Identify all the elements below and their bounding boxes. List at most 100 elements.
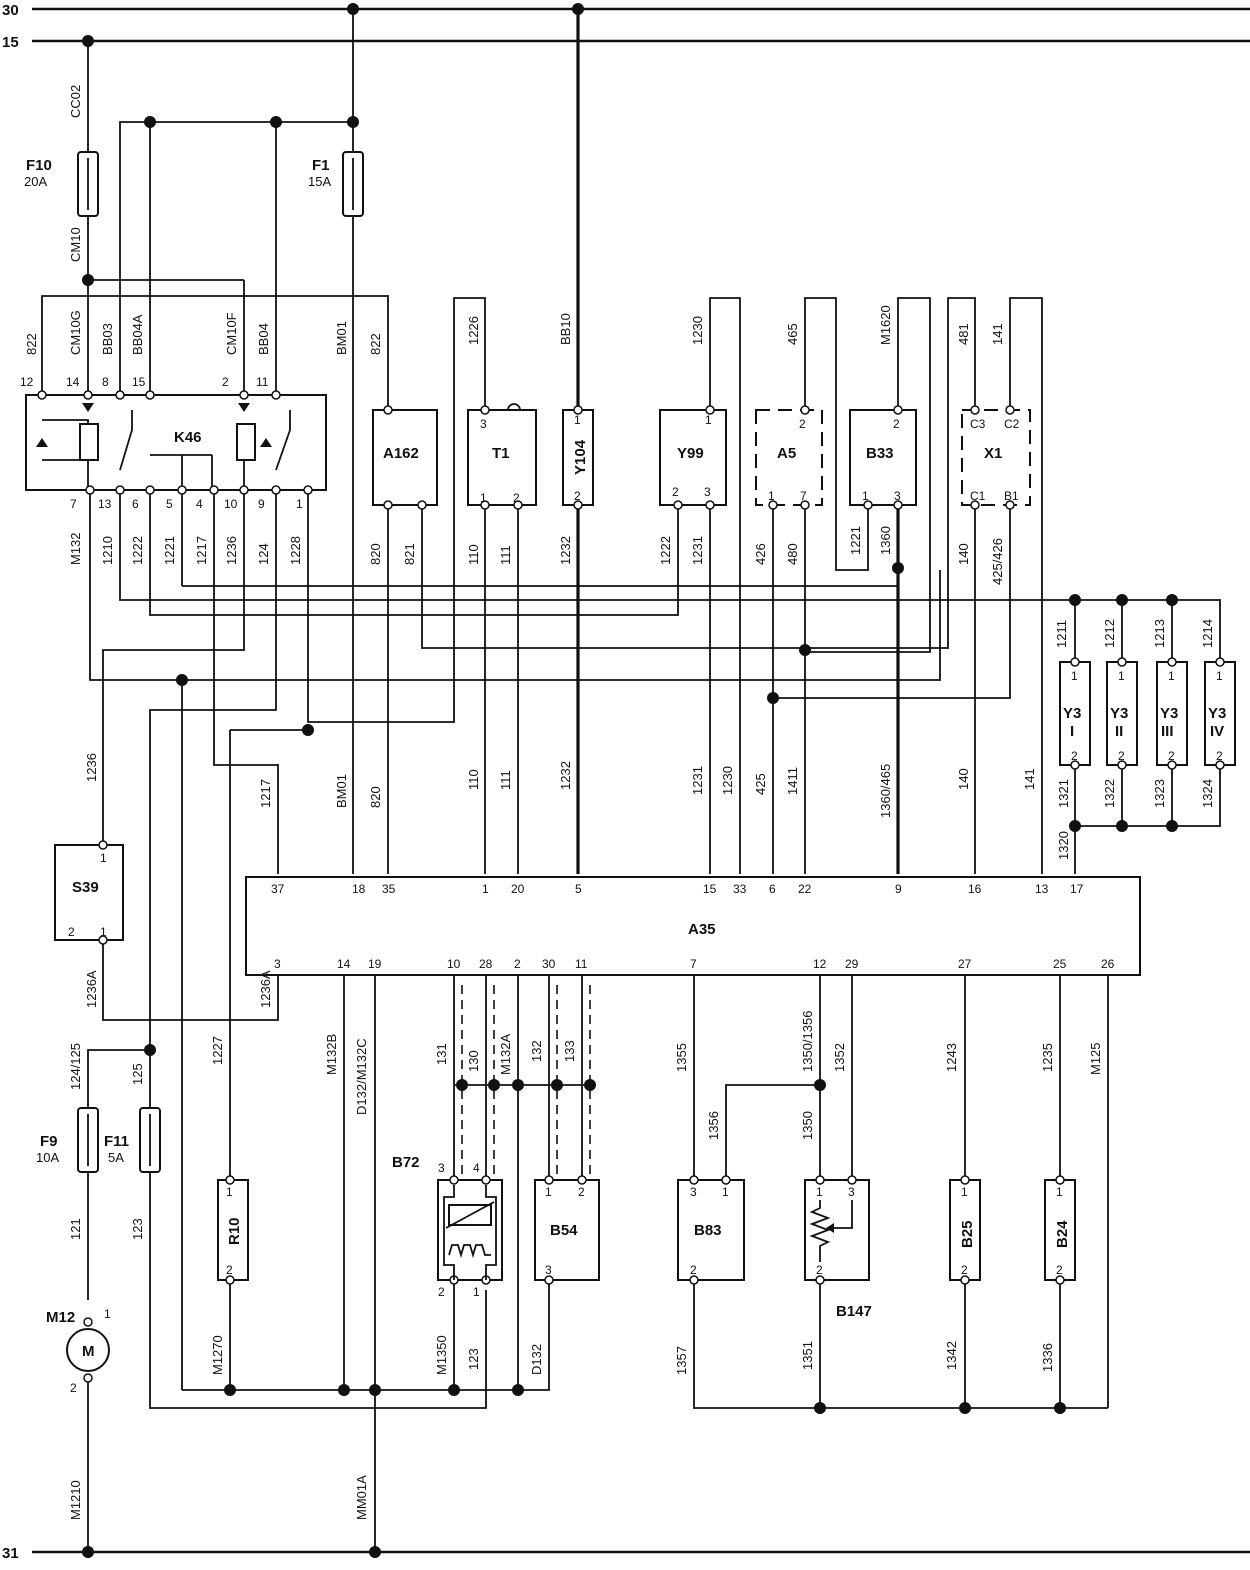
svg-text:7: 7	[690, 957, 697, 971]
wire-label: 821	[402, 543, 417, 565]
fuse-f9-rating: 10A	[36, 1150, 59, 1165]
wire-label: 140	[956, 543, 971, 565]
svg-text:22: 22	[798, 882, 812, 896]
wire-label: 822	[24, 333, 39, 355]
svg-text:29: 29	[845, 957, 859, 971]
svg-text:5: 5	[575, 882, 582, 896]
wire-label: 110	[466, 544, 481, 565]
wire-label: 1231	[690, 766, 705, 795]
component-b54-label: B54	[550, 1222, 578, 1239]
k46-pin-label: 1	[296, 497, 303, 511]
wire-label: 426	[753, 543, 768, 565]
svg-text:2: 2	[690, 1263, 697, 1277]
component-b54: B54 1 2 3	[534, 1175, 600, 1285]
wire-label: 1351	[800, 1341, 815, 1370]
t1-pin-label: 3	[480, 417, 487, 431]
fuse-f9: F9 10A	[36, 1107, 99, 1173]
wire-label: 1236	[224, 536, 239, 565]
component-b24: B24 1 2	[1044, 1175, 1076, 1285]
wire-label: 123	[130, 1218, 145, 1240]
fuse-f11-id: F11	[104, 1133, 129, 1150]
a35-top-pin-labels: 37 18 35 1 20 5 15 33 6 22 9 16 13 17	[271, 882, 1084, 896]
wire-label: 1360/465	[878, 764, 893, 818]
svg-text:1: 1	[1168, 669, 1175, 683]
component-y3-ii: Y3 II	[1106, 657, 1138, 770]
wire-label: M132A	[498, 1033, 513, 1075]
t1-pin-label: 1	[480, 491, 487, 505]
wire-label: 1320	[1056, 831, 1071, 860]
svg-text:3: 3	[690, 1185, 697, 1199]
svg-text:28: 28	[479, 957, 493, 971]
component-y99: Y99 1 2 3	[659, 405, 727, 510]
fuse-f1: F1 15A	[308, 151, 364, 217]
rail-31-label: 31	[2, 1545, 19, 1562]
wire-label: 121	[68, 1218, 83, 1240]
wire-label: 820	[368, 786, 383, 808]
wire-label: 1411	[785, 767, 800, 795]
wire-label: 1323	[1152, 779, 1167, 808]
svg-text:1: 1	[722, 1185, 729, 1199]
diode-icon	[36, 438, 48, 447]
wire-label: 1236A	[84, 970, 99, 1008]
heater-element-icon	[448, 1244, 491, 1259]
wire-label: 1355	[674, 1043, 689, 1072]
k46-pin-label: 8	[102, 375, 109, 389]
component-s39: S39 1 2 1	[54, 840, 124, 945]
svg-text:9: 9	[895, 882, 902, 896]
svg-text:26: 26	[1101, 957, 1115, 971]
wire-label: 1228	[288, 536, 303, 565]
component-y3-iv: Y3 IV	[1204, 657, 1236, 770]
k46-pin-label: 11	[256, 375, 269, 389]
motor-m12-label: M12	[46, 1309, 75, 1326]
component-y3-i: Y3 I	[1059, 657, 1091, 770]
wire-label: BB04	[256, 323, 271, 355]
svg-text:18: 18	[352, 882, 366, 896]
rail-30-label: 30	[2, 2, 19, 19]
wire-label: 820	[368, 543, 383, 565]
component-t1: T1 3 1 2	[467, 403, 537, 510]
y3-pin-labels: 12 12 12 12	[1071, 669, 1223, 763]
svg-text:3: 3	[438, 1161, 445, 1175]
wire-label: 133	[562, 1040, 577, 1062]
svg-text:35: 35	[382, 882, 396, 896]
wire-label: M132	[68, 532, 83, 565]
svg-text:2: 2	[514, 957, 521, 971]
svg-text:3: 3	[848, 1185, 855, 1199]
component-b72: B72 3 4 2 1	[392, 1154, 503, 1299]
wire-label: BM01	[334, 774, 349, 808]
x1-pin-label: C2	[1004, 417, 1020, 431]
svg-text:37: 37	[271, 882, 285, 896]
svg-text:1: 1	[1216, 669, 1223, 683]
component-b25: B25 1 2	[949, 1175, 981, 1285]
a5-pin-label: 1	[768, 489, 775, 503]
svg-text:2: 2	[816, 1263, 823, 1277]
component-a5-label: A5	[777, 445, 796, 462]
wire-label: CM10	[68, 227, 83, 262]
wire-label: 1357	[674, 1346, 689, 1375]
wire-label: 1352	[832, 1043, 847, 1072]
wires	[41, 9, 1221, 1552]
wire-label: MM01A	[354, 1475, 369, 1520]
wire-label: 141	[1022, 768, 1037, 790]
wire-label: M1210	[68, 1480, 83, 1520]
component-b147-label: B147	[836, 1303, 872, 1320]
wire-label: 132	[529, 1040, 544, 1062]
b33-pin-label: 1	[862, 489, 869, 503]
y3-roman-label: IV	[1210, 723, 1224, 740]
wire-label: 425	[753, 773, 768, 795]
wire-label: 1230	[720, 766, 735, 795]
k46-pin-label: 14	[66, 375, 80, 389]
component-y3-iii: Y3 III	[1156, 657, 1188, 770]
wire-label: 1231	[690, 536, 705, 565]
a5-pin-label: 7	[800, 489, 807, 503]
svg-text:1: 1	[482, 882, 489, 896]
svg-text:17: 17	[1070, 882, 1084, 896]
svg-text:12: 12	[813, 957, 827, 971]
wire-label: 124/125	[68, 1043, 83, 1090]
svg-text:1: 1	[104, 1307, 111, 1321]
wire-label: M125	[1088, 1042, 1103, 1075]
relay-k46-label: K46	[174, 429, 202, 446]
fuse-f10-rating: 20A	[24, 174, 47, 189]
b33-pin-label: 2	[893, 417, 900, 431]
